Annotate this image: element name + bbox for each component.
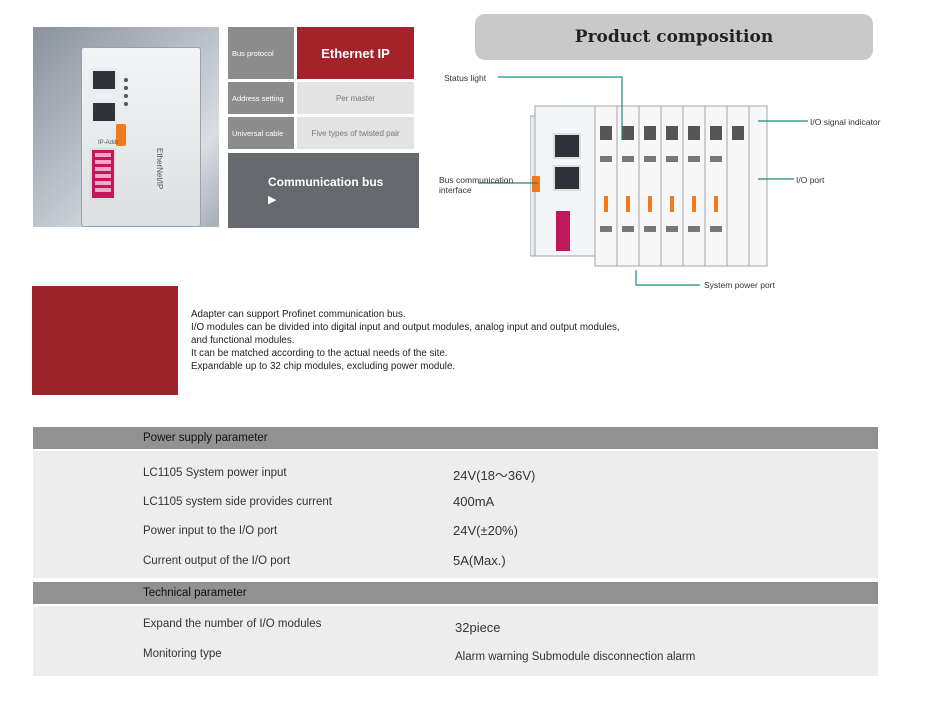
table-row-value: 24V(±20%)	[453, 523, 518, 538]
communication-bus-label: Communication bus	[268, 175, 384, 189]
table-row-label: Current output of the I/O port	[143, 555, 291, 567]
rj45-port-1	[90, 68, 118, 92]
decorative-red-box	[32, 286, 178, 395]
io-port-label: I/O port	[796, 175, 825, 185]
table-row-label: Power input to the I/O port	[143, 525, 278, 537]
system-power-port-label: System power port	[704, 280, 775, 290]
address-setting-value: Per master	[297, 82, 414, 114]
led-run	[124, 86, 128, 90]
universal-cable-value: Five types of twisted pair	[297, 117, 414, 149]
ip-addr-label: IP-Addr	[98, 140, 119, 146]
led-err	[124, 102, 128, 106]
description-line: and functional modules.	[191, 335, 295, 346]
table-row-value: 32piece	[455, 620, 501, 635]
universal-cable-label: Universal cable	[228, 117, 294, 149]
bus-protocol-label: Bus protocol	[228, 27, 294, 79]
power-supply-header: Power supply parameter	[33, 427, 878, 449]
description-line: It can be matched according to the actua…	[191, 348, 448, 359]
play-arrow-icon: ▶	[268, 194, 277, 206]
table-row-label: LC1105 System power input	[143, 467, 287, 479]
product-description: Adapter can support Profinet communicati…	[191, 308, 620, 373]
description-line: Adapter can support Profinet communicati…	[191, 309, 406, 320]
description-line: Expandable up to 32 chip modules, exclud…	[191, 361, 456, 372]
address-setting-label: Address setting	[228, 82, 294, 114]
dip-switch	[90, 148, 116, 200]
communication-bus-card[interactable]: Communication bus ▶	[228, 153, 419, 228]
led-pwr	[124, 78, 128, 82]
led-link	[124, 94, 128, 98]
description-line: I/O modules can be divided into digital …	[191, 322, 620, 333]
technical-parameter-table: Expand the number of I/O modules 32piece…	[33, 606, 878, 676]
table-row-value: 5A(Max.)	[453, 553, 506, 568]
bus-communication-interface-label: Bus communication interface	[439, 175, 514, 195]
io-assembly-drawing	[530, 105, 768, 267]
status-light-label: Status light	[444, 73, 487, 83]
table-row-value: 400mA	[453, 494, 495, 509]
orange-latch	[116, 124, 126, 146]
table-row-value: Alarm warning Submodule disconnection al…	[455, 651, 696, 663]
table-row-label: LC1105 system side provides current	[143, 496, 332, 508]
technical-parameter-header: Technical parameter	[33, 582, 878, 604]
product-photo: EtherNet/IP IP-Addr	[33, 27, 219, 227]
product-composition-title: Product composition	[475, 14, 873, 60]
power-supply-table: LC1105 System power input 24V(18～36V) LC…	[33, 451, 878, 578]
table-row-label: Monitoring type	[143, 648, 222, 660]
table-row-label: Expand the number of I/O modules	[143, 618, 322, 630]
io-signal-indicator-label: I/O signal indicator	[810, 117, 881, 127]
rj45-port-2	[90, 100, 118, 124]
bus-protocol-value: Ethernet IP	[297, 27, 414, 79]
table-row-value: 24V(18～36V)	[453, 468, 536, 483]
adapter-device: EtherNet/IP IP-Addr	[81, 47, 201, 227]
